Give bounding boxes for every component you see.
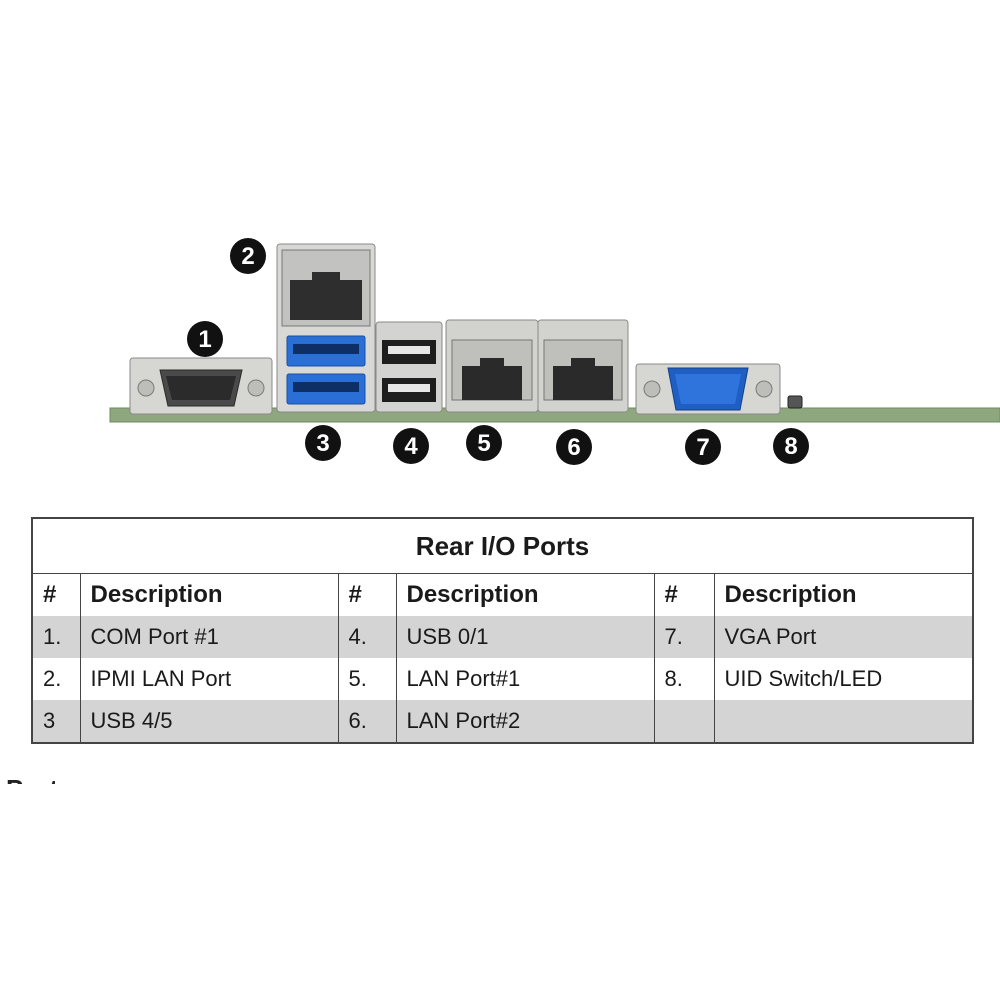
column-header: #: [653, 573, 714, 616]
ipmi-lan-usb-stack: [276, 243, 376, 413]
callout-number: 8: [784, 433, 797, 460]
callout-circle: [187, 321, 223, 357]
callout-badge-6: 6: [556, 429, 592, 465]
callout-circle: [230, 238, 266, 274]
callout-circle: [773, 428, 809, 464]
callout-number: 2: [241, 243, 254, 270]
vga-port: [635, 363, 781, 415]
callout-badge-4: 4: [393, 428, 429, 464]
table-cell: [713, 700, 973, 743]
table-cell: 6.: [337, 700, 396, 743]
lan-port-1: [445, 319, 539, 413]
table-cell: LAN Port#1: [395, 658, 654, 700]
table-cell: 2.: [32, 658, 80, 700]
callout-badge-3: 3: [305, 425, 341, 461]
callout-circle: [393, 428, 429, 464]
callout-number: 4: [404, 433, 418, 460]
column-header: #: [337, 573, 396, 616]
table-cell: 4.: [337, 616, 396, 658]
callout-number: 7: [696, 434, 709, 461]
callout-circle: [556, 429, 592, 465]
column-header: Description: [713, 573, 973, 616]
table-cell: IPMI LAN Port: [79, 658, 338, 700]
table-row: 3 USB 4/5 6. LAN Port#2: [32, 700, 973, 743]
callout-badge-8: 8: [773, 428, 809, 464]
column-header: #: [32, 573, 80, 616]
table-cell: COM Port #1: [79, 616, 338, 658]
usb-2-pair: [375, 321, 443, 413]
callout-badge-7: 7: [685, 429, 721, 465]
table-cell: LAN Port#2: [395, 700, 654, 743]
column-header: Description: [79, 573, 338, 616]
table-row: 2. IPMI LAN Port 5. LAN Port#1 8. UID Sw…: [32, 658, 973, 700]
table-cell: [653, 700, 714, 743]
column-header: Description: [395, 573, 654, 616]
table-cell: USB 4/5: [79, 700, 338, 743]
callout-badge-1: 1: [187, 321, 223, 357]
table-cell: 1.: [32, 616, 80, 658]
cropped-heading-text: Port: [6, 770, 58, 784]
table-cell: 5.: [337, 658, 396, 700]
rear-io-ports-table: Rear I/O Ports # Description # Descripti…: [31, 517, 974, 744]
callout-number: 6: [567, 434, 580, 461]
callout-circle: [305, 425, 341, 461]
header-row: # Description # Description # Descriptio…: [32, 573, 973, 616]
com-port: [129, 357, 273, 415]
table-cell: UID Switch/LED: [713, 658, 973, 700]
table-cell: USB 0/1: [395, 616, 654, 658]
table-cell: 8.: [653, 658, 714, 700]
callout-number: 1: [198, 326, 211, 353]
callout-number: 5: [477, 430, 490, 457]
callout-badge-2: 2: [230, 238, 266, 274]
table-cell: 3: [32, 700, 80, 743]
table-title: Rear I/O Ports: [32, 518, 973, 574]
table-cell: VGA Port: [713, 616, 973, 658]
uid-switch-led: [787, 395, 803, 409]
callout-number: 3: [316, 430, 329, 457]
rear-io-panel-illustration: 1 2 3 4 5 6 7 8: [109, 238, 1000, 465]
cropped-heading-label: Port: [6, 774, 58, 784]
table-cell: 7.: [653, 616, 714, 658]
callout-badge-5: 5: [466, 425, 502, 461]
callout-circle: [685, 429, 721, 465]
table-row: 1. COM Port #1 4. USB 0/1 7. VGA Port: [32, 616, 973, 658]
lan-port-2: [537, 319, 629, 413]
callout-circle: [466, 425, 502, 461]
